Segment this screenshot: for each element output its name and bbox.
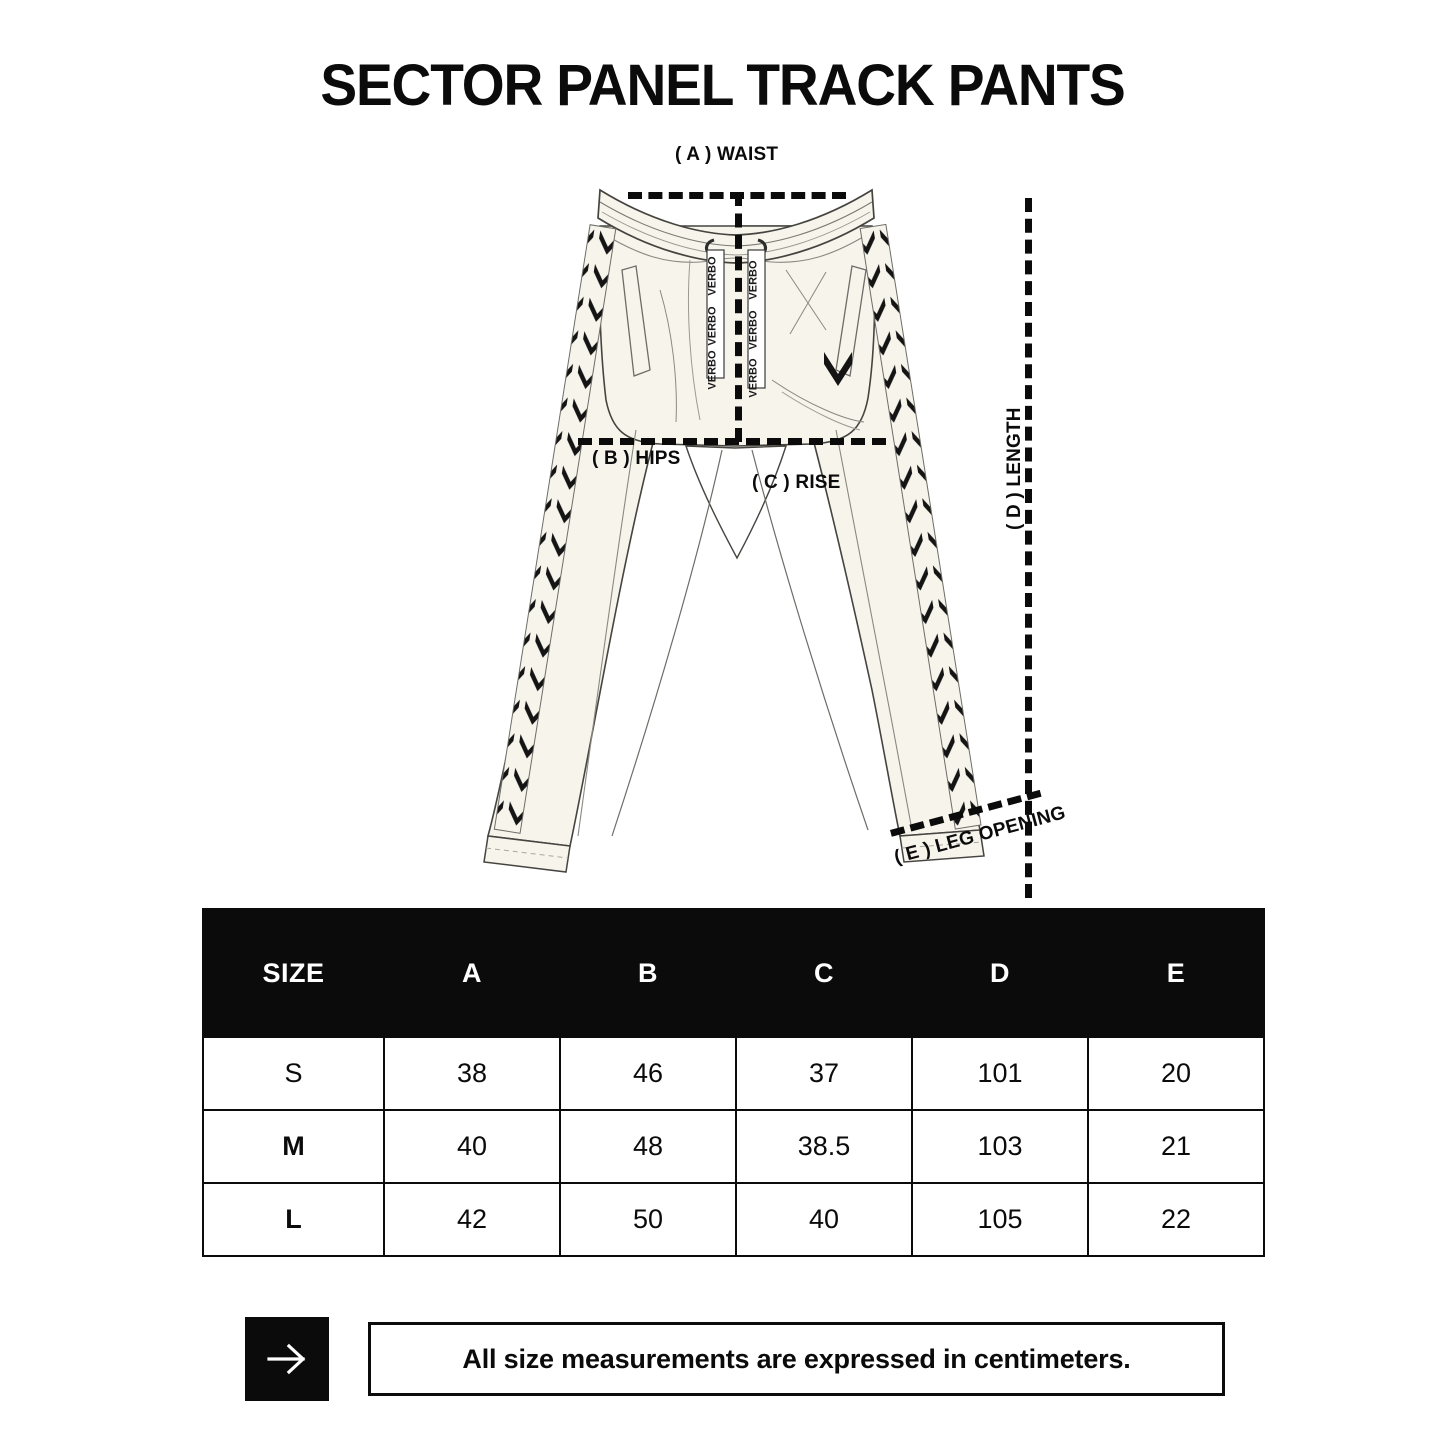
rise-label: ( C ) RISE: [752, 472, 841, 493]
cell-a: 38: [383, 1036, 561, 1111]
cell-b: 50: [559, 1182, 737, 1257]
note-text: All size measurements are expressed in c…: [462, 1343, 1131, 1374]
cell-c: 38.5: [735, 1109, 913, 1184]
cell-a: 42: [383, 1182, 561, 1257]
svg-text:VERBO: VERBO: [707, 350, 719, 390]
svg-text:VERBO: VERBO: [748, 260, 760, 300]
cell-e: 22: [1087, 1182, 1265, 1257]
column-header-c: C: [735, 908, 913, 1038]
cell-size: S: [202, 1036, 385, 1111]
cell-b: 46: [559, 1036, 737, 1111]
column-header-a: A: [383, 908, 561, 1038]
cell-d: 101: [911, 1036, 1089, 1111]
size-table: SIZE A B C D E S 38 46 37 101 20 M 40 48…: [202, 908, 1265, 1257]
table-header-row: SIZE A B C D E: [202, 908, 1265, 1038]
cell-a: 40: [383, 1109, 561, 1184]
drawstring-tape-left: VERBO VERBO VERBO: [706, 249, 725, 390]
arrow-right-icon: [267, 1343, 306, 1375]
cell-c: 40: [735, 1182, 913, 1257]
table-row: M 40 48 38.5 103 21: [202, 1109, 1265, 1184]
cell-d: 105: [911, 1182, 1089, 1257]
cell-e: 21: [1087, 1109, 1265, 1184]
length-measure-line: [1025, 198, 1032, 898]
side-chevron-tape-left: [493, 224, 617, 834]
waist-label: ( A ) WAIST: [675, 144, 779, 165]
side-chevron-tape-right: [859, 223, 982, 830]
cell-size: M: [202, 1109, 385, 1184]
cell-e: 20: [1087, 1036, 1265, 1111]
column-header-size: SIZE: [202, 908, 385, 1038]
hips-label: ( B ) HIPS: [592, 448, 681, 469]
cell-d: 103: [911, 1109, 1089, 1184]
note-box: All size measurements are expressed in c…: [368, 1322, 1225, 1396]
garment-illustration: VERBO VERBO VERBO VERBO VERBO VERBO: [0, 130, 1445, 910]
chevron-logo-thigh: [824, 352, 852, 386]
track-pants-technical-drawing: VERBO VERBO VERBO VERBO VERBO VERBO: [483, 188, 985, 873]
footer-note: All size measurements are expressed in c…: [0, 1312, 1445, 1407]
column-header-b: B: [559, 908, 737, 1038]
hips-measure-line: [578, 438, 886, 445]
svg-text:VERBO: VERBO: [707, 256, 719, 296]
cell-size: L: [202, 1182, 385, 1257]
rise-measure-line: [735, 192, 742, 442]
table-row: S 38 46 37 101 20: [202, 1036, 1265, 1111]
length-label: ( D ) LENGTH: [1004, 407, 1025, 530]
drawstring-tape-right: VERBO VERBO VERBO: [747, 249, 766, 398]
svg-text:VERBO: VERBO: [748, 310, 760, 350]
cell-c: 37: [735, 1036, 913, 1111]
column-header-e: E: [1087, 908, 1265, 1038]
arrow-right-icon-box: [245, 1317, 329, 1401]
svg-text:VERBO: VERBO: [748, 358, 760, 398]
cell-b: 48: [559, 1109, 737, 1184]
page-title: SECTOR PANEL TRACK PANTS: [320, 53, 1125, 118]
column-header-d: D: [911, 908, 1089, 1038]
table-row: L 42 50 40 105 22: [202, 1182, 1265, 1257]
svg-text:VERBO: VERBO: [707, 306, 719, 346]
